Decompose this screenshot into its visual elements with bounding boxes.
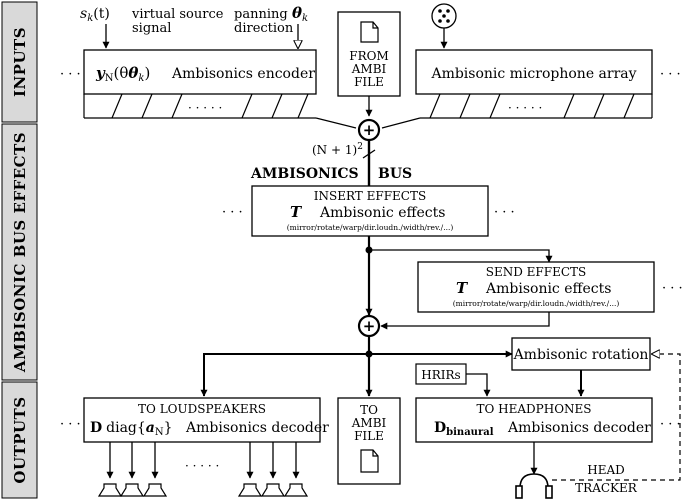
- encoder-symbol: yN(θθk): [95, 64, 150, 84]
- loudspeaker-icon: [283, 483, 309, 497]
- encoder-left-ellipsis: · · ·: [60, 67, 81, 82]
- encoder-channel-dots: · · · · ·: [188, 101, 222, 115]
- headphones-label: Ambisonics decoder: [507, 420, 651, 436]
- hrirs-arrow: [466, 373, 491, 397]
- insert-effects-detail: (mirror/rotate/warp/dir.loudn./width/rev…: [287, 223, 454, 232]
- hrirs-block: HRIRs: [415, 363, 467, 385]
- to-file-line3: FILE: [354, 429, 384, 443]
- from-file-line1: FROM: [349, 49, 389, 63]
- bus-channel-count: (N + 1)2: [312, 142, 363, 157]
- ambisonic-rotation-block: Ambisonic rotation: [511, 337, 651, 371]
- encoder-channel-bus: [83, 93, 357, 129]
- send-return-line: [380, 312, 550, 330]
- file-icon: [360, 21, 379, 43]
- send-feed-line: [369, 249, 553, 263]
- head-tracker-line1: HEAD: [587, 463, 625, 477]
- to-file-line1: TO: [360, 403, 378, 417]
- bus-summing-junction: +: [357, 118, 381, 142]
- send-effects-block: SEND EFFECTS T Ambisonic effects (mirror…: [417, 261, 655, 313]
- head-tracker-feedback-line: [552, 354, 681, 481]
- panning-label-line2: direction: [234, 21, 294, 36]
- loudspeakers-label: Ambisonics decoder: [185, 420, 329, 436]
- bus-effects-section-label: AMBISONIC BUS EFFECTS: [11, 132, 29, 373]
- bus-title-left: AMBISONICS: [250, 166, 359, 182]
- mic-channel-bus: [381, 93, 653, 129]
- headphones-right-ellipsis: · · ·: [660, 417, 681, 432]
- loudspeaker-icon: [142, 483, 168, 497]
- headphones-matrix: Dbinaural: [434, 420, 494, 438]
- mic-right-ellipsis: · · ·: [660, 67, 681, 82]
- from-file-line2: AMBI: [351, 62, 387, 76]
- ambisonics-encoder-block: yN(θθk) Ambisonics encoder: [83, 49, 317, 95]
- mic-array-label: Ambisonic microphone array: [430, 66, 636, 82]
- insert-left-ellipsis: · · ·: [222, 205, 243, 220]
- loudspeaker-icons: [97, 483, 309, 497]
- bus-to-loudspeakers-line: [200, 353, 369, 397]
- microphone-icon: [431, 3, 457, 29]
- send-effects-label: Ambisonic effects: [485, 281, 611, 297]
- send-summing-junction: +: [357, 314, 381, 338]
- insert-effects-block: INSERT EFFECTS T Ambisonic effects (mirr…: [251, 185, 489, 237]
- bus-slash: [362, 149, 376, 159]
- source-signal-label-line2: signal: [132, 21, 171, 36]
- mic-channel-dots: · · · · ·: [508, 101, 542, 115]
- bus-effects-section-bar: [1, 123, 38, 381]
- outputs-section-bar: [1, 381, 38, 499]
- headphones-title: TO HEADPHONES: [476, 402, 591, 416]
- insert-effects-symbol: T: [290, 203, 303, 221]
- file-icon: [360, 449, 379, 473]
- loudspeakers-title: TO LOUDSPEAKERS: [138, 402, 266, 416]
- from-file-line3: FILE: [354, 75, 384, 89]
- loudspeaker-icon: [119, 483, 145, 497]
- encoder-label: Ambisonics encoder: [171, 66, 315, 82]
- inputs-section-bar: [1, 1, 38, 123]
- loudspeaker-icon: [97, 483, 123, 497]
- loudspeaker-icon: [237, 483, 263, 497]
- send-right-ellipsis: · · ·: [662, 281, 683, 296]
- insert-right-ellipsis: · · ·: [494, 205, 515, 220]
- headphone-decoder-block: TO HEADPHONES Dbinaural Ambisonics decod…: [415, 397, 653, 443]
- loudspeakers-left-ellipsis: · · ·: [60, 417, 81, 432]
- speaker-dots: · · · · ·: [185, 459, 219, 473]
- head-tracker-line2: TRACKER: [575, 481, 638, 495]
- send-effects-detail: (mirror/rotate/warp/dir.loudn./width/rev…: [453, 299, 620, 308]
- to-file-line2: AMBI: [351, 416, 387, 430]
- panning-symbol: θk: [292, 4, 308, 24]
- ambisonic-microphone-array-block: Ambisonic microphone array: [415, 49, 653, 95]
- outputs-section-label: OUTPUTS: [11, 396, 29, 483]
- loudspeaker-icon: [260, 483, 286, 497]
- sum-symbol-2: +: [363, 317, 376, 335]
- hrirs-label: HRIRs: [421, 368, 460, 382]
- send-effects-symbol: T: [456, 279, 469, 297]
- panning-label-line1: panning: [234, 7, 288, 22]
- loudspeaker-feed-arrows: [106, 442, 300, 479]
- sum-symbol-1: +: [363, 121, 376, 139]
- send-effects-title: SEND EFFECTS: [486, 265, 587, 279]
- insert-effects-title: INSERT EFFECTS: [314, 189, 426, 203]
- rotation-label: Ambisonic rotation: [513, 347, 649, 363]
- insert-effects-label: Ambisonic effects: [319, 205, 445, 221]
- from-ambi-file-block: FROM AMBI FILE: [337, 11, 401, 97]
- inputs-section-label: INPUTS: [11, 27, 29, 97]
- section-sidebar: INPUTS AMBISONIC BUS EFFECTS OUTPUTS: [1, 1, 38, 499]
- bus-title-right: BUS: [378, 166, 412, 182]
- source-signal-label-line1: virtual source: [131, 7, 224, 22]
- to-ambi-file-block: TO AMBI FILE: [337, 397, 401, 485]
- headphones-icon: [515, 473, 553, 499]
- source-signal-symbol: sk(t): [80, 6, 110, 24]
